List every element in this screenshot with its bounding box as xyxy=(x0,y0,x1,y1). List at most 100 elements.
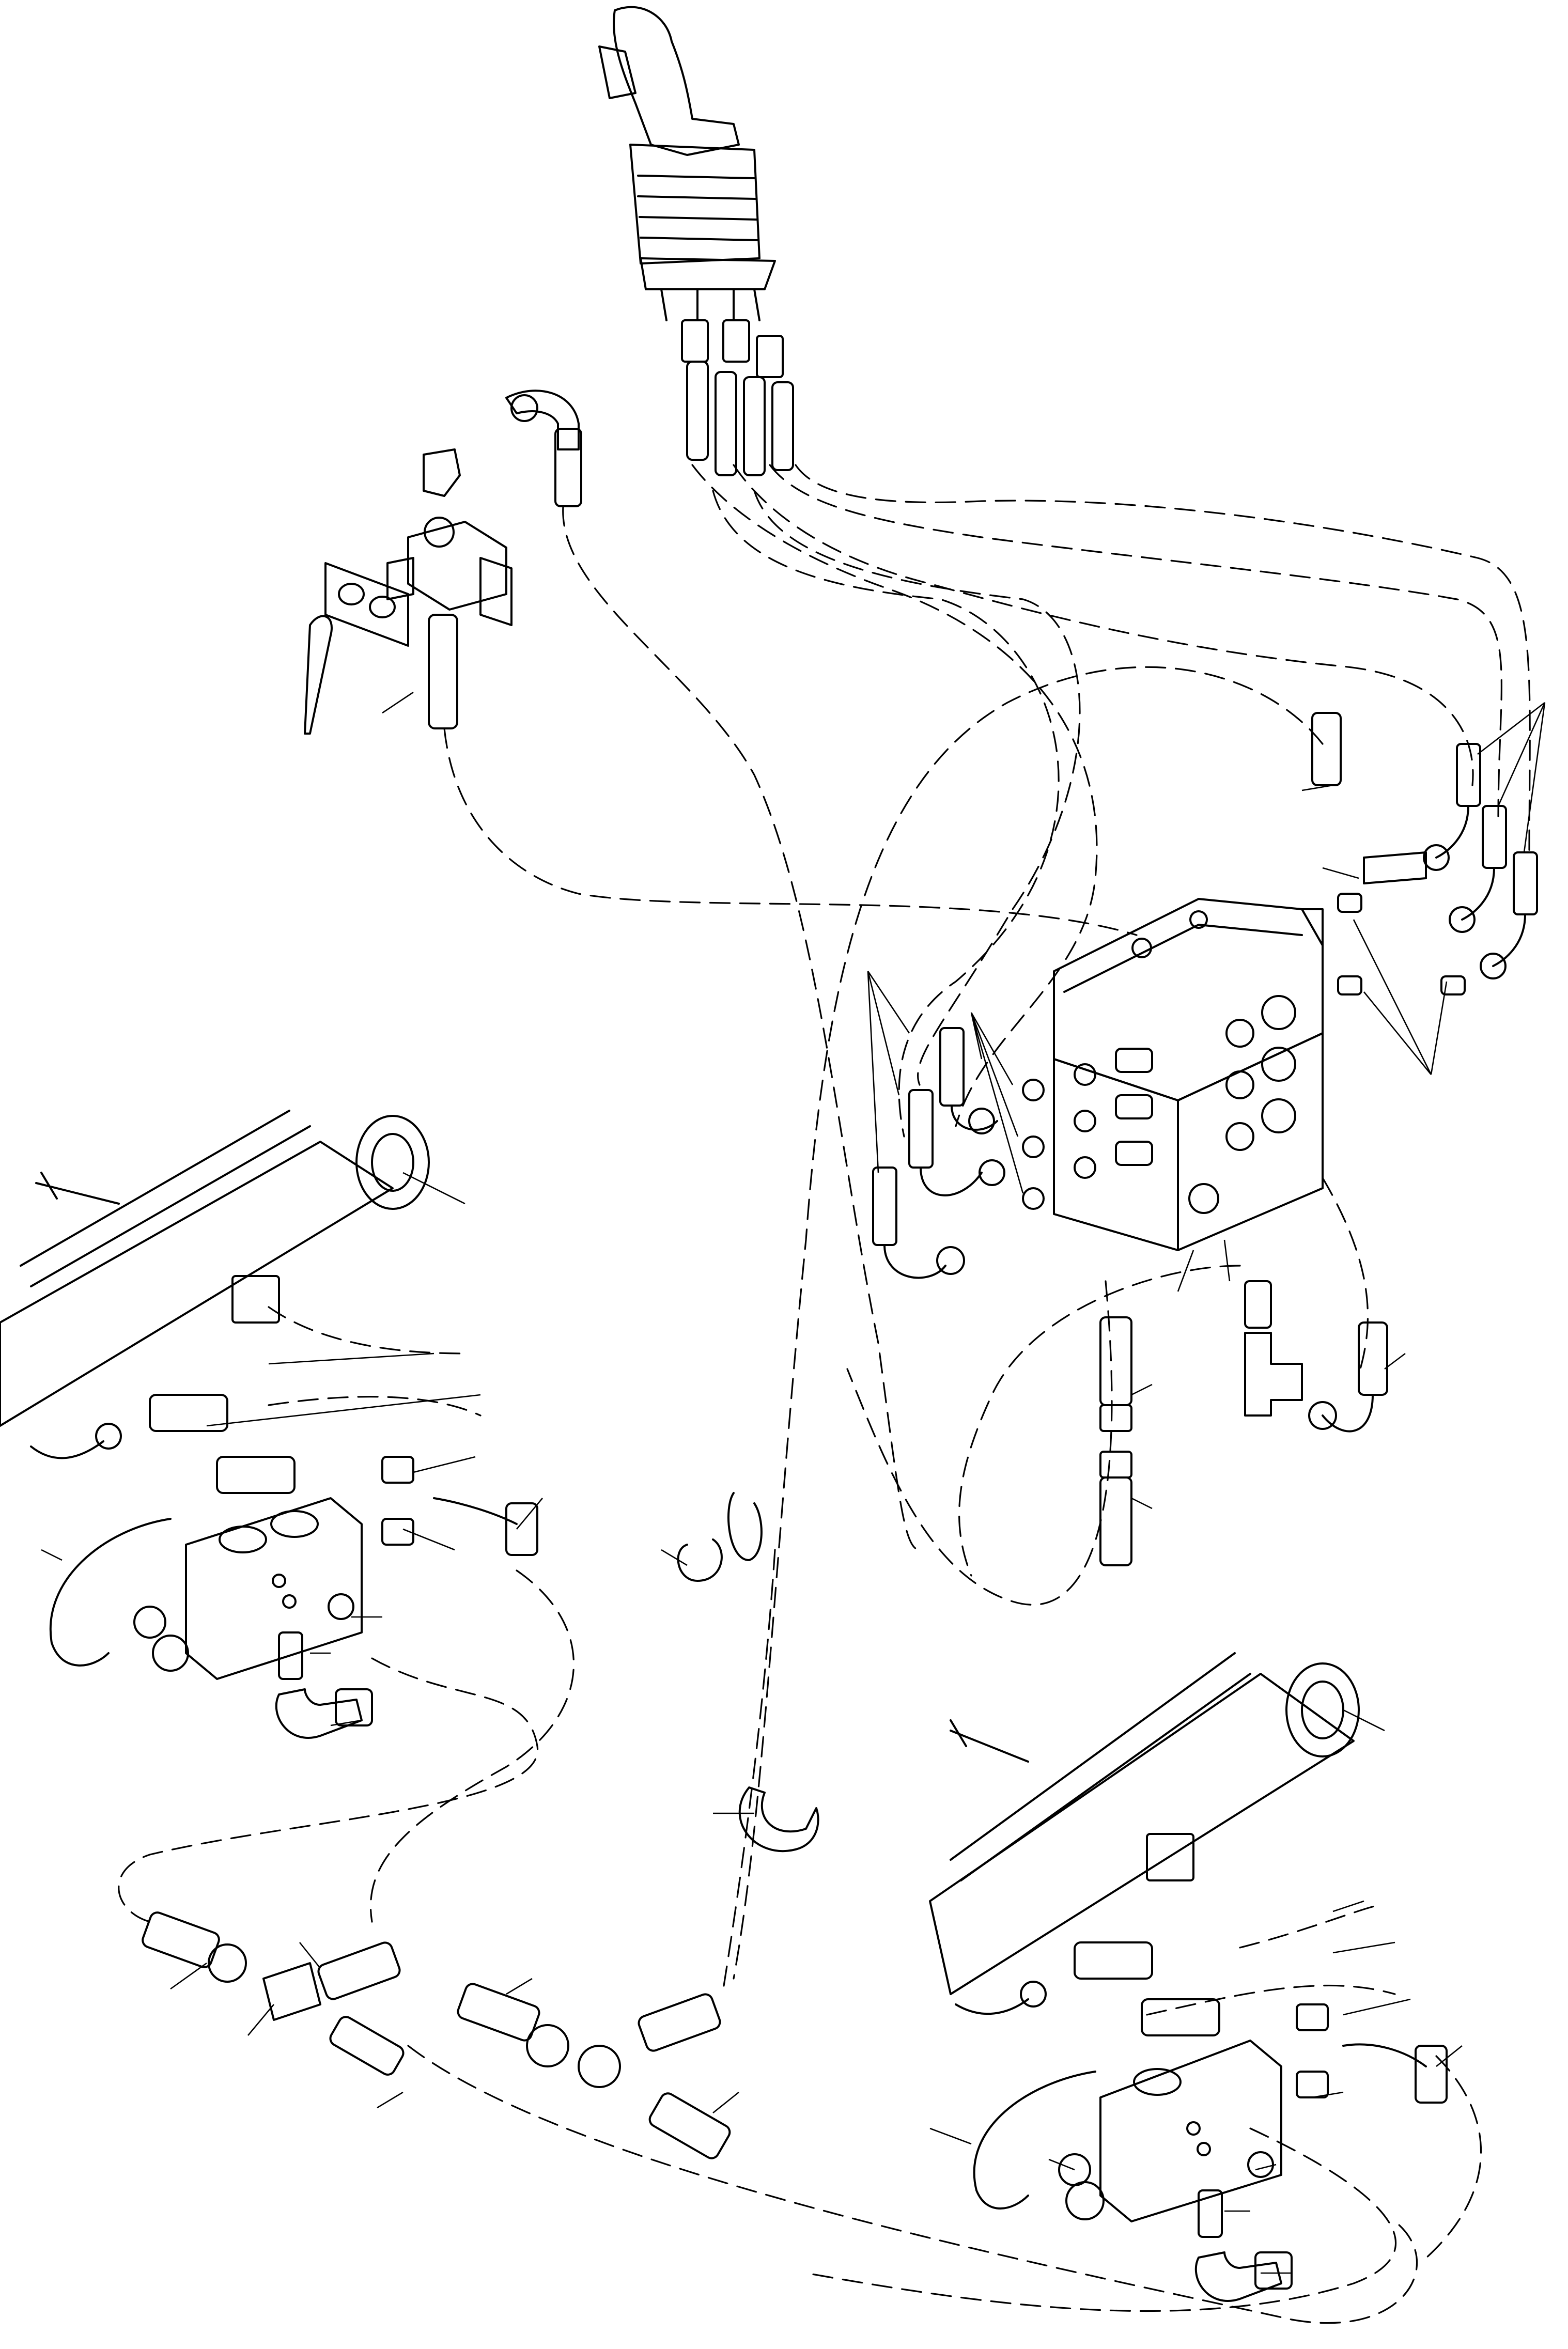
hose-end-right-3 xyxy=(1254,2251,1293,2290)
lower-tee-assembly xyxy=(1244,1280,1388,1433)
hose-loop-right-2 xyxy=(973,2071,1096,2210)
hose-end-upper xyxy=(554,428,582,507)
hose-loop-right xyxy=(955,1998,1029,2015)
clamp-band xyxy=(738,1786,819,1853)
joystick-trigger xyxy=(598,45,636,99)
elbow-right xyxy=(1194,2251,1282,2302)
tee-fitting-lower xyxy=(1244,1280,1272,1329)
tube-fitting-d xyxy=(1456,743,1481,807)
hose-bottom-right xyxy=(805,2127,1396,2312)
selector-valve-assembly xyxy=(304,390,582,735)
hose-left-loop xyxy=(369,1569,575,1923)
valve-tubes-right xyxy=(1311,712,1538,979)
hose-end-left-4 xyxy=(505,1502,538,1556)
tee-hose-end xyxy=(1311,712,1342,786)
hose-loop-left-2 xyxy=(49,1518,172,1667)
hose-joystick-3 xyxy=(769,464,1502,817)
coupling-lower xyxy=(1099,1451,1132,1479)
hose-left-loop-2 xyxy=(118,1657,538,1923)
cylinder-rod-right xyxy=(950,1652,1251,1881)
coupling-ll-3 xyxy=(329,2016,405,2076)
adapter-3 xyxy=(1022,1187,1045,1210)
coupling-ll-1 xyxy=(142,1911,220,1968)
valve-bank-body xyxy=(1053,1032,1324,1251)
hose-joystick-5 xyxy=(753,490,1081,1086)
fitting-right-3 xyxy=(1296,2003,1329,2031)
hose-cross-right xyxy=(733,666,1324,1980)
relief-plug xyxy=(1188,1183,1219,1214)
hose-right-upper xyxy=(1342,2043,1427,2067)
coupling-ll-5 xyxy=(638,1993,721,2052)
hose-right-assembly-1 xyxy=(1239,1905,1375,1949)
cylinder-eye-right xyxy=(1285,1662,1360,1757)
fitting-right-2 xyxy=(1065,2181,1105,2220)
bolt-right xyxy=(950,1719,1029,1763)
mount-bracket-right xyxy=(1146,1833,1194,1881)
hose-end-right-1 xyxy=(1074,1941,1153,1980)
hose-end-left-2 xyxy=(216,1456,296,1494)
cylinder-barrel-left xyxy=(0,1141,394,1427)
tube-fitting-b xyxy=(908,1089,934,1169)
fitting-left-4 xyxy=(381,1518,414,1546)
mount-bracket-left xyxy=(231,1275,280,1324)
hose-end-upper-centre xyxy=(1099,1316,1132,1406)
joystick-handle xyxy=(613,6,740,156)
elbow-left xyxy=(275,1688,363,1739)
valve-end-cap xyxy=(1301,908,1324,1189)
valve-port-2 xyxy=(1261,1047,1296,1082)
hose-joystick-2 xyxy=(733,464,1474,786)
joystick-fitting-4 xyxy=(771,381,794,471)
tee-ll xyxy=(262,1962,321,2021)
adapter-2 xyxy=(1022,1135,1045,1158)
hose-centre xyxy=(846,1280,1113,1606)
spool-fitting-3 xyxy=(1115,1141,1153,1166)
valve-port-3 xyxy=(1261,1098,1296,1133)
hose-end-lower-centre xyxy=(1099,1476,1132,1566)
small-elbow xyxy=(423,448,461,497)
cap-right xyxy=(1247,2151,1274,2178)
right-port-fitting-3 xyxy=(1440,975,1466,995)
valve-port-6 xyxy=(1225,1122,1254,1151)
joystick-port-3 xyxy=(756,335,784,378)
bracket xyxy=(479,557,513,626)
valve-tubes-left xyxy=(872,1027,1045,1279)
left-cylinder-assembly xyxy=(0,1110,538,1739)
hose-left-assembly-2 xyxy=(268,1396,482,1417)
fitting-left-2 xyxy=(152,1635,189,1672)
right-port-fitting-2 xyxy=(1337,975,1362,995)
joystick-base-plate xyxy=(640,257,776,290)
hose-end-right-4 xyxy=(1415,2045,1448,2104)
manifold-block-right xyxy=(1099,2040,1282,2222)
hose-left-bottom xyxy=(407,2045,1418,2324)
cap-left xyxy=(328,1593,354,1620)
hose-clamps xyxy=(677,1492,819,1853)
hose-loop-left xyxy=(30,1440,104,1459)
spool-fitting-1 xyxy=(1115,1048,1153,1073)
valve-port-5 xyxy=(1225,1070,1254,1099)
tee-fitting xyxy=(1363,851,1427,884)
hose-end-lower xyxy=(428,614,458,729)
hose-joystick-6 xyxy=(712,490,1060,1138)
hose-cross-left xyxy=(443,727,1138,936)
main-control-valve xyxy=(1053,893,1466,1251)
joystick-assembly xyxy=(598,6,794,476)
joystick-port-1 xyxy=(681,319,709,363)
fitting-left-3 xyxy=(381,1456,414,1484)
spool-fitting-2 xyxy=(1115,1094,1153,1119)
mounting-plate xyxy=(324,562,409,647)
joystick-fitting-1 xyxy=(686,361,709,461)
tube-fitting-f xyxy=(1513,851,1538,915)
cylinder-eye-left xyxy=(355,1115,430,1210)
hose-joystick-4 xyxy=(795,464,1531,859)
hose-upper-left xyxy=(562,505,921,1551)
elbow-fitting-top xyxy=(505,390,580,450)
joystick-port-2 xyxy=(722,319,750,363)
callout-leaders xyxy=(41,691,1546,2274)
centre-connector-hose xyxy=(1099,1316,1132,1566)
clamp-2 xyxy=(727,1492,763,1561)
lower-left-couplings xyxy=(142,1911,731,2159)
clamp-1 xyxy=(677,1538,723,1582)
hose-end-left-1 xyxy=(149,1394,228,1432)
joystick-fitting-3 xyxy=(743,376,766,476)
